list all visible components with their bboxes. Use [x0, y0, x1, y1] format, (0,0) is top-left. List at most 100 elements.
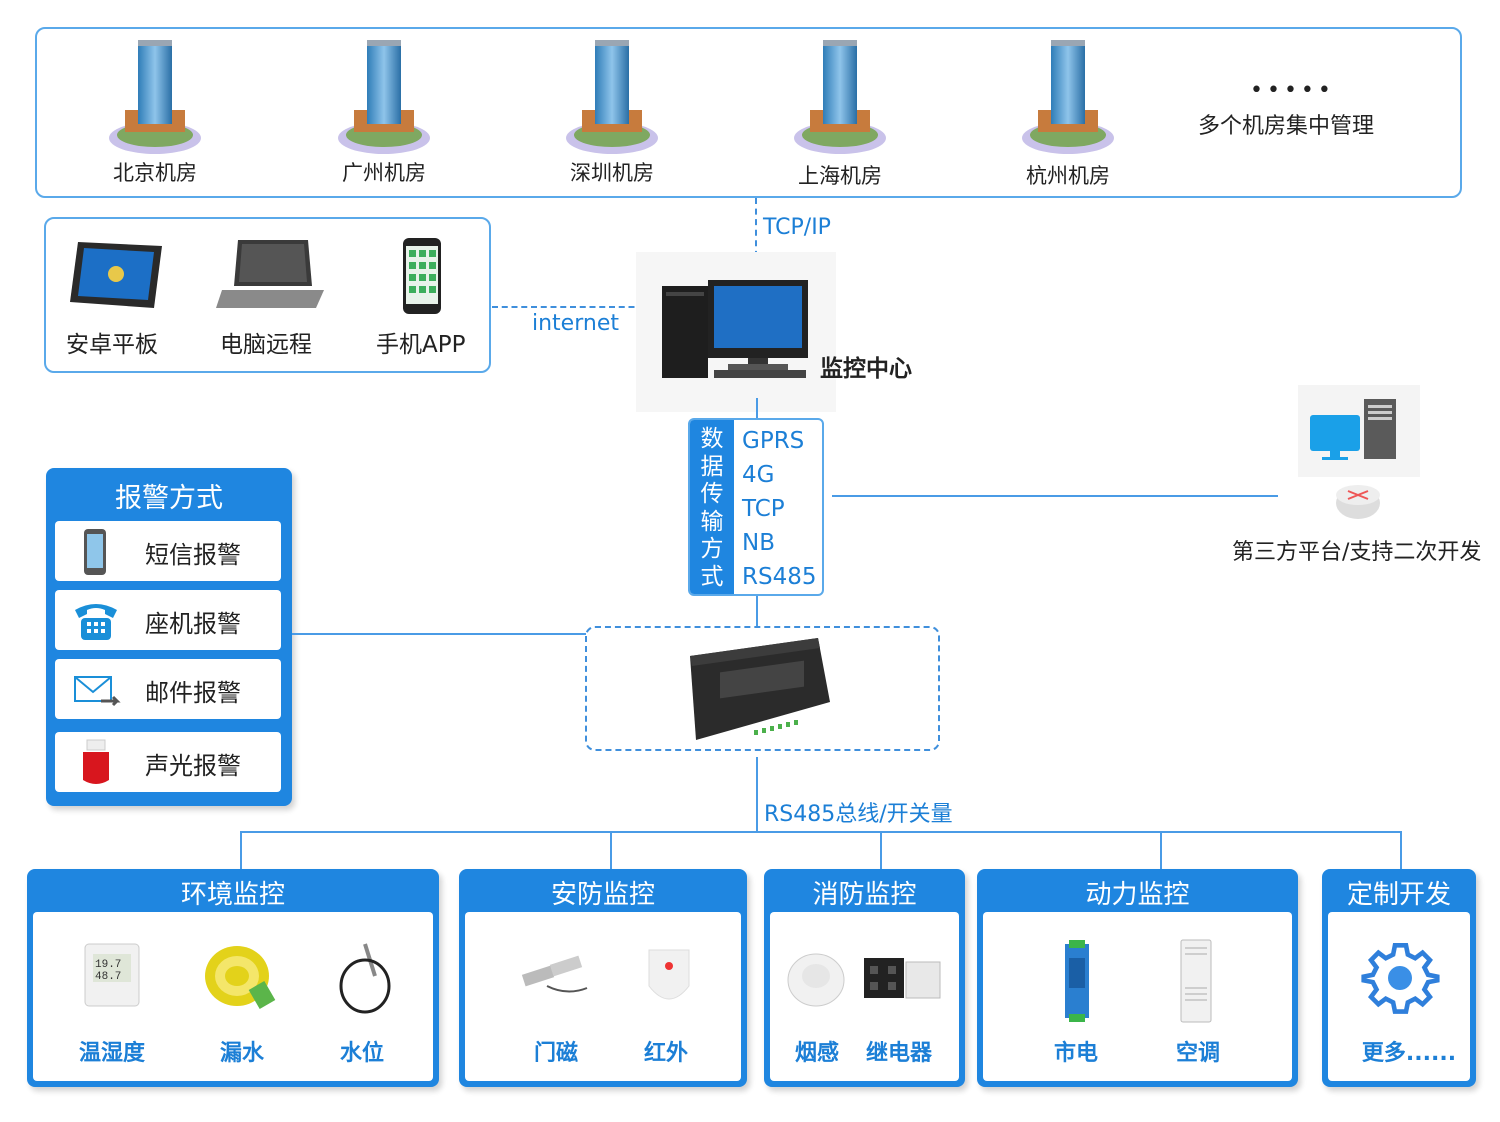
- building-icon: [1018, 38, 1118, 156]
- category-security: 安防监控 门磁 红外: [459, 869, 747, 1087]
- category-item-label: 更多......: [1361, 1041, 1457, 1066]
- category-item-label: 漏水: [219, 1041, 264, 1066]
- infrared-sensor-icon: [641, 946, 697, 1016]
- transmission-methods-box: 数 据 传 输 方 式 GPRS 4G TCP NB RS485: [688, 418, 824, 596]
- mains-power-module-icon: [1057, 938, 1097, 1028]
- transmission-method: NB: [742, 530, 775, 556]
- internet-label: internet: [532, 311, 619, 336]
- room-label: 上海机房: [798, 164, 882, 188]
- bus-drop: [880, 831, 882, 869]
- category-fire: 消防监控 烟感 继电器: [764, 869, 965, 1087]
- category-item-label: 继电器: [865, 1041, 932, 1066]
- tablet-icon: [68, 238, 166, 316]
- bus-drop: [240, 831, 242, 869]
- device-to-bus-line: [756, 757, 758, 832]
- room-label: 杭州机房: [1026, 164, 1110, 188]
- category-power: 动力监控 市电 空调: [977, 869, 1298, 1087]
- alarm-item-email: 邮件报警: [55, 659, 281, 719]
- category-body: 门磁 红外: [465, 912, 741, 1081]
- alarm-methods-panel: 报警方式 短信报警 座机报警 邮件报警 声光报警: [46, 468, 292, 806]
- category-title: 定制开发: [1346, 880, 1451, 910]
- siren-light-icon: [83, 739, 109, 784]
- relay-icon: [860, 952, 944, 1010]
- smoke-detector-icon: [786, 950, 846, 1012]
- category-body: 19.7 48.7 温湿度 漏水 水位: [33, 912, 433, 1081]
- bus-label: RS485总线/开关量: [764, 802, 953, 827]
- machine-rooms-panel: [35, 27, 1462, 198]
- alarm-item-landline: 座机报警: [55, 590, 281, 650]
- bus-drop: [1400, 831, 1402, 869]
- category-body: 烟感 继电器: [770, 912, 959, 1081]
- category-item-label: 门磁: [533, 1041, 578, 1066]
- transmission-to-third-party-line: [832, 495, 1278, 497]
- building-icon: [790, 38, 890, 156]
- category-title: 动力监控: [1085, 880, 1190, 910]
- transmission-title-char: 式: [700, 563, 724, 590]
- category-item-label: 市电: [1053, 1041, 1098, 1066]
- monitoring-center-label: 监控中心: [820, 356, 912, 382]
- device-label: 电脑远程: [220, 332, 312, 358]
- category-item-label: 空调: [1175, 1041, 1220, 1066]
- bus-line: [240, 831, 1402, 833]
- alarm-to-device-line: [292, 633, 586, 635]
- door-magnet-icon: [517, 952, 593, 1006]
- room-label: 北京机房: [113, 161, 197, 185]
- alarm-title: 报警方式: [115, 483, 223, 514]
- phone-icon: [402, 237, 442, 319]
- air-conditioner-icon: [1179, 938, 1213, 1028]
- host-device-frame: [585, 626, 940, 751]
- alarm-item-label: 短信报警: [145, 541, 241, 569]
- category-title: 环境监控: [180, 880, 285, 910]
- third-party-label: 第三方平台/支持二次开发: [1232, 540, 1482, 565]
- bus-drop: [1160, 831, 1162, 869]
- water-level-sensor-icon: [329, 940, 399, 1024]
- transmission-title: 数 据 传 输 方 式: [690, 420, 734, 594]
- category-title: 安防监控: [550, 880, 655, 910]
- transmission-title-char: 方: [700, 536, 724, 562]
- alarm-item-label: 邮件报警: [145, 679, 241, 707]
- category-item-label: 水位: [339, 1041, 384, 1066]
- telephone-icon: [75, 604, 117, 640]
- building-icon: [562, 38, 662, 156]
- svg-text:48.7: 48.7: [95, 971, 121, 983]
- transmission-method-list: GPRS 4G TCP NB RS485: [742, 424, 816, 594]
- alarm-item-siren: 声光报警: [55, 732, 281, 792]
- category-body: 市电 空调: [983, 912, 1292, 1081]
- transmission-title-char: 据: [700, 453, 724, 480]
- tcpip-connector: [755, 198, 757, 278]
- transmission-method: 4G: [742, 462, 775, 488]
- bus-drop: [610, 831, 612, 869]
- gear-icon: [1360, 938, 1440, 1022]
- more-dots: •••••: [1250, 78, 1335, 103]
- room-label: 广州机房: [342, 161, 426, 185]
- transmission-method: TCP: [742, 496, 785, 522]
- svg-text:19.7: 19.7: [95, 959, 121, 971]
- alarm-item-label: 声光报警: [145, 752, 241, 780]
- laptop-icon: [212, 234, 330, 318]
- monitoring-center-icon: [636, 252, 836, 416]
- category-custom: 定制开发 更多......: [1322, 869, 1476, 1087]
- mobile-phone-icon: [84, 529, 106, 575]
- building-icon: [334, 38, 434, 156]
- center-to-transmission-line: [756, 398, 758, 418]
- tcpip-label: TCP/IP: [763, 215, 831, 240]
- room-label: 深圳机房: [570, 161, 654, 185]
- category-item-label: 红外: [643, 1041, 688, 1066]
- internet-connector: [492, 306, 654, 308]
- transmission-title-char: 数: [700, 426, 724, 452]
- category-body: 更多......: [1328, 912, 1470, 1081]
- transmission-to-device-line: [756, 596, 758, 626]
- third-party-icon: [1298, 385, 1420, 529]
- transmission-method: RS485: [742, 564, 817, 590]
- building-icon: [105, 38, 205, 156]
- category-title: 消防监控: [812, 880, 917, 910]
- alarm-item-sms: 短信报警: [55, 521, 281, 581]
- transmission-title-char: 传: [700, 481, 724, 507]
- device-label: 安卓平板: [66, 332, 158, 358]
- leak-cable-icon: [201, 940, 281, 1024]
- alarm-item-label: 座机报警: [145, 610, 241, 638]
- more-rooms-label: 多个机房集中管理: [1198, 114, 1375, 139]
- email-icon: [74, 676, 121, 707]
- transmission-method: GPRS: [742, 428, 805, 454]
- host-device-icon: [680, 632, 840, 751]
